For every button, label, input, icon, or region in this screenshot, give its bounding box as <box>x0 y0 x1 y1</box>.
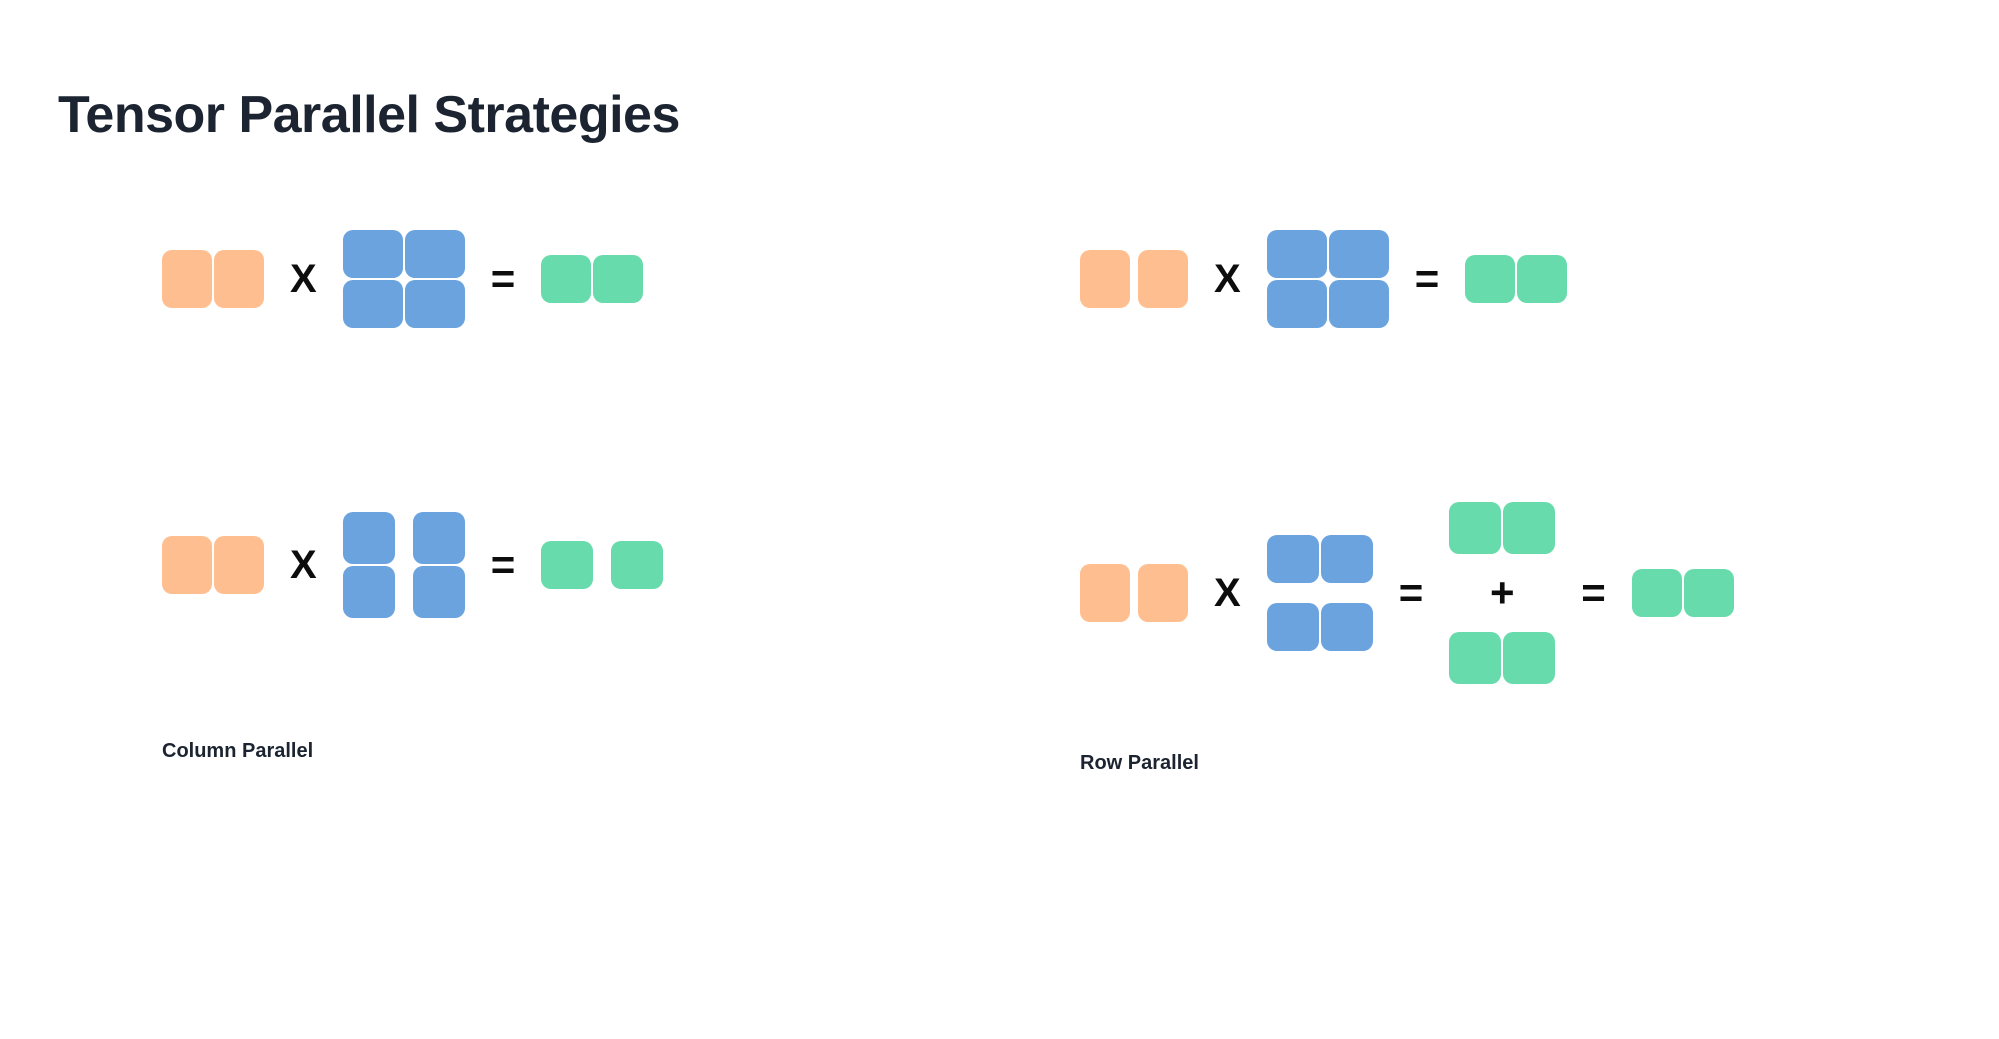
output-matrix-green-column-split <box>541 541 664 589</box>
matrix-cell <box>1503 502 1556 554</box>
operator-times-icon: X <box>1214 257 1241 301</box>
operator-equals-icon: = <box>1414 255 1440 302</box>
input-matrix-orange <box>162 250 264 308</box>
equation-column-parallel-strategy: X = <box>162 512 664 618</box>
weight-matrix-blue-column-split <box>342 512 465 618</box>
matrix-cell <box>1503 632 1556 684</box>
matrix-cell <box>1266 603 1319 651</box>
matrix-cell <box>1266 230 1327 278</box>
matrix-cell <box>404 230 465 278</box>
partial-results-group: + <box>1449 502 1556 684</box>
matrix-cell <box>541 255 592 303</box>
matrix-cell <box>214 536 264 594</box>
matrix-cell <box>412 566 465 618</box>
matrix-cell <box>1320 535 1373 583</box>
matrix-cell <box>1328 230 1389 278</box>
matrix-cell <box>162 536 212 594</box>
operator-times-icon: X <box>290 543 317 587</box>
output-matrix-green <box>541 255 644 303</box>
matrix-cell <box>1266 535 1319 583</box>
matrix-cell <box>1683 569 1734 617</box>
operator-equals-icon: = <box>1581 569 1606 616</box>
weight-matrix-blue-row-split <box>1266 535 1373 651</box>
matrix-cell <box>1631 569 1682 617</box>
input-matrix-orange-column-split <box>1080 564 1188 622</box>
matrix-cell <box>1138 250 1188 308</box>
matrix-cell <box>541 541 594 589</box>
operator-equals-icon: = <box>1398 569 1424 616</box>
weight-matrix-blue <box>342 230 465 328</box>
output-matrix-green <box>1465 255 1568 303</box>
operator-times-icon: X <box>290 257 317 301</box>
equation-row-parallel-strategy: X = + = <box>1080 502 1734 684</box>
matrix-cell <box>342 566 395 618</box>
matrix-cell <box>593 255 644 303</box>
matrix-cell <box>342 280 403 328</box>
matrix-cell <box>1517 255 1568 303</box>
matrix-cell <box>1138 564 1188 622</box>
output-matrix-green-reduced <box>1631 569 1734 617</box>
strategy-panel-column-parallel: X = X = Column P <box>120 230 940 880</box>
weight-matrix-blue <box>1266 230 1389 328</box>
input-matrix-orange <box>162 536 264 594</box>
operator-equals-icon: = <box>490 541 516 588</box>
operator-times-icon: X <box>1214 571 1241 615</box>
strategy-panel-row-parallel: X = X = <box>1080 230 1960 880</box>
partial-result-matrix-green <box>1449 502 1556 554</box>
matrix-cell <box>1449 632 1502 684</box>
strategy-caption-row-parallel: Row Parallel <box>1080 752 1199 774</box>
matrix-cell <box>611 541 664 589</box>
partial-result-matrix-green <box>1449 632 1556 684</box>
page-title: Tensor Parallel Strategies <box>58 85 680 144</box>
matrix-cell <box>404 280 465 328</box>
strategy-caption-column-parallel: Column Parallel <box>162 740 314 762</box>
matrix-cell <box>1266 280 1327 328</box>
operator-equals-icon: = <box>490 255 516 302</box>
matrix-cell <box>1320 603 1373 651</box>
operator-plus-icon: + <box>1489 569 1515 616</box>
matrix-cell <box>342 230 403 278</box>
equation-column-parallel-reference: X = <box>162 230 644 328</box>
matrix-cell <box>1080 564 1130 622</box>
matrix-cell <box>412 512 465 564</box>
matrix-cell <box>214 250 264 308</box>
matrix-cell <box>1449 502 1502 554</box>
matrix-cell <box>1465 255 1516 303</box>
matrix-cell <box>1328 280 1389 328</box>
matrix-cell <box>1080 250 1130 308</box>
input-matrix-orange <box>1080 250 1188 308</box>
equation-row-parallel-reference: X = <box>1080 230 1568 328</box>
matrix-cell <box>342 512 395 564</box>
matrix-cell <box>162 250 212 308</box>
